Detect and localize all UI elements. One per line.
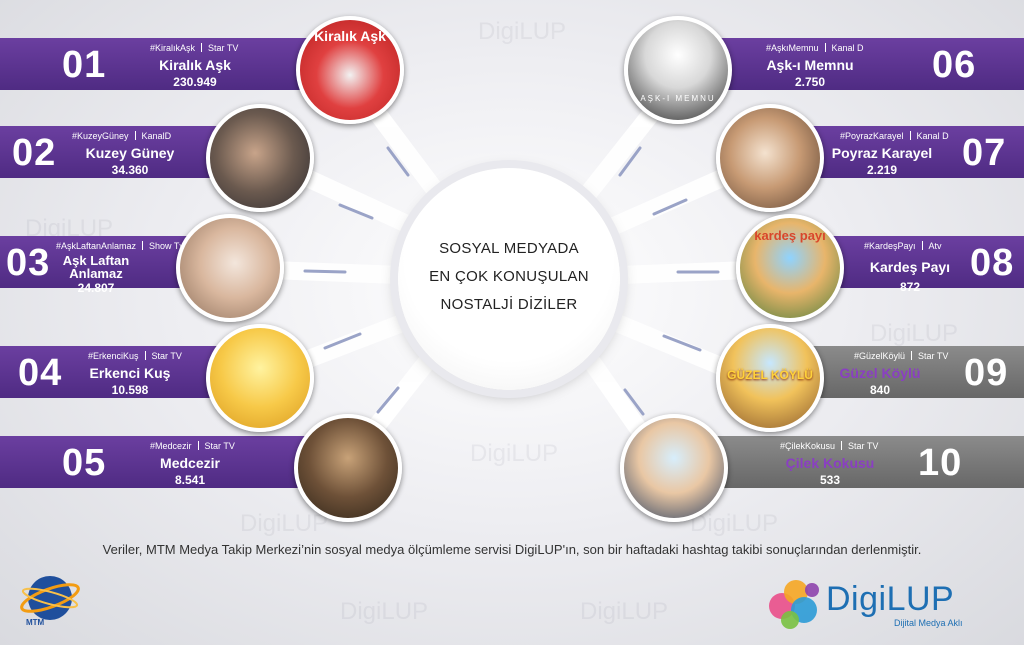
mention-count: 8.541	[174, 473, 206, 487]
hashtag-line: #AşkLaftanAnlamaz Show Tv	[56, 241, 184, 252]
hashtag: #KardeşPayı	[864, 241, 916, 251]
rank-number: 03	[6, 242, 51, 284]
rank-number: 05	[62, 442, 107, 484]
rank-number: 04	[18, 352, 63, 394]
series-name: Erkenci Kuş	[89, 365, 171, 381]
rank-number: 01	[62, 44, 107, 86]
series-name: Güzel Köylü	[839, 365, 921, 381]
poster-medcezir	[294, 414, 402, 522]
hashtag: #ErkenciKuş	[88, 351, 139, 361]
channel: KanalD	[141, 131, 172, 141]
series-name: Kardeş Payı	[869, 259, 951, 275]
mention-count: 533	[819, 473, 841, 487]
poster-ask-laftan-anlamaz	[176, 214, 284, 322]
channel: Show Tv	[149, 241, 184, 251]
channel: Star TV	[151, 351, 182, 361]
digilup-logo: DigiLUP Dijital Medya Aklı	[768, 576, 1008, 636]
rank-number: 06	[932, 44, 977, 86]
rank-number: 08	[970, 242, 1015, 284]
digilup-wordmark: DigiLUP	[826, 580, 955, 618]
channel: Atv	[928, 241, 942, 251]
series-name: Kuzey Güney	[85, 145, 175, 161]
digilup-tagline: Dijital Medya Aklı	[894, 618, 963, 628]
channel: Kanal D	[831, 43, 864, 53]
hashtag: #PoyrazKarayel	[840, 131, 904, 141]
hashtag-line: #ÇilekKokusu Star TV	[780, 441, 878, 452]
poster-erkenci-kus	[206, 324, 314, 432]
source-note: Veriler, MTM Medya Takip Merkezi’nin sos…	[102, 542, 922, 557]
mention-count: 10.598	[111, 383, 149, 397]
title-line-3: NOSTALJİ DİZİLER	[440, 296, 578, 313]
rank-number: 02	[12, 132, 57, 174]
hashtag-line: #KiralıkAşk Star TV	[150, 43, 238, 54]
rank-band-10: #ÇilekKokusu Star TV Çilek Kokusu 533 10	[700, 436, 1024, 488]
series-name: Aşk-ı Memnu	[766, 57, 854, 73]
title-line-1: SOSYAL MEDYADA	[439, 240, 579, 257]
series-name: Çilek Kokusu	[785, 455, 875, 471]
series-name: Kiralık Aşk	[159, 57, 231, 73]
mention-count: 2.750	[794, 75, 826, 89]
hashtag: #GüzelKöylü	[854, 351, 906, 361]
channel: Star TV	[918, 351, 949, 361]
poster-title: kardeş payı	[754, 228, 826, 243]
hashtag-line: #KardeşPayı Atv	[864, 241, 942, 252]
rank-number: 07	[962, 132, 1007, 174]
rank-band-01: 01 #KiralıkAşk Star TV Kiralık Aşk 230.94…	[0, 38, 330, 90]
mention-count: 872	[899, 280, 921, 294]
center-title-circle: SOSYAL MEDYADA EN ÇOK KONUŞULAN NOSTALJİ…	[398, 168, 620, 390]
hashtag: #ÇilekKokusu	[780, 441, 836, 451]
series-name: Aşk Laftan Anlamaz	[62, 253, 130, 281]
hashtag-line: #GüzelKöylü Star TV	[854, 351, 948, 362]
poster-kiralik-ask: Kiralık Aşk	[296, 16, 404, 124]
rank-number: 09	[964, 352, 1009, 394]
channel: Star TV	[208, 43, 239, 53]
rank-band-06: #AşkıMemnu Kanal D Aşk-ı Memnu 2.750 06	[700, 38, 1024, 90]
hashtag-line: #AşkıMemnu Kanal D	[766, 43, 864, 54]
mention-count: 840	[869, 383, 891, 397]
hashtag: #AşkLaftanAnlamaz	[56, 241, 137, 251]
hashtag: #Medcezir	[150, 441, 192, 451]
mtm-label: MTM	[26, 618, 45, 627]
rank-number: 10	[918, 442, 963, 484]
hashtag-line: #KuzeyGüney KanalD	[72, 131, 171, 142]
hashtag: #KuzeyGüney	[72, 131, 129, 141]
title-line-2: EN ÇOK KONUŞULAN	[429, 268, 589, 285]
mention-count: 34.360	[111, 163, 149, 177]
poster-cilek-kokusu	[620, 414, 728, 522]
poster-guzel-koylu: GÜZEL KÖYLÜ	[716, 324, 824, 432]
hashtag: #AşkıMemnu	[766, 43, 819, 53]
poster-kuzey-guney	[206, 104, 314, 212]
series-name: Poyraz Karayel	[831, 145, 933, 161]
hashtag-line: #Medcezir Star TV	[150, 441, 235, 452]
poster-title: AŞK-I MEMNU	[640, 94, 716, 103]
channel: Star TV	[204, 441, 235, 451]
series-name: Medcezir	[160, 455, 220, 471]
poster-title: Kiralık Aşk	[314, 28, 386, 44]
poster-poyraz-karayel	[716, 104, 824, 212]
hashtag-line: #PoyrazKarayel Kanal D	[840, 131, 949, 142]
channel: Kanal D	[916, 131, 949, 141]
mtm-logo: MTM	[18, 570, 88, 630]
poster-ask-i-memnu: AŞK-I MEMNU	[624, 16, 732, 124]
channel: Star TV	[848, 441, 879, 451]
poster-kardes-payi: kardeş payı	[736, 214, 844, 322]
rank-band-05: 05 #Medcezir Star TV Medcezir 8.541	[0, 436, 320, 488]
poster-title: GÜZEL KÖYLÜ	[727, 368, 813, 382]
mention-count: 24.807	[77, 281, 115, 295]
mention-count: 2.219	[866, 163, 898, 177]
mention-count: 230.949	[173, 75, 217, 89]
hashtag: #KiralıkAşk	[150, 43, 196, 53]
hashtag-line: #ErkenciKuş Star TV	[88, 351, 182, 362]
